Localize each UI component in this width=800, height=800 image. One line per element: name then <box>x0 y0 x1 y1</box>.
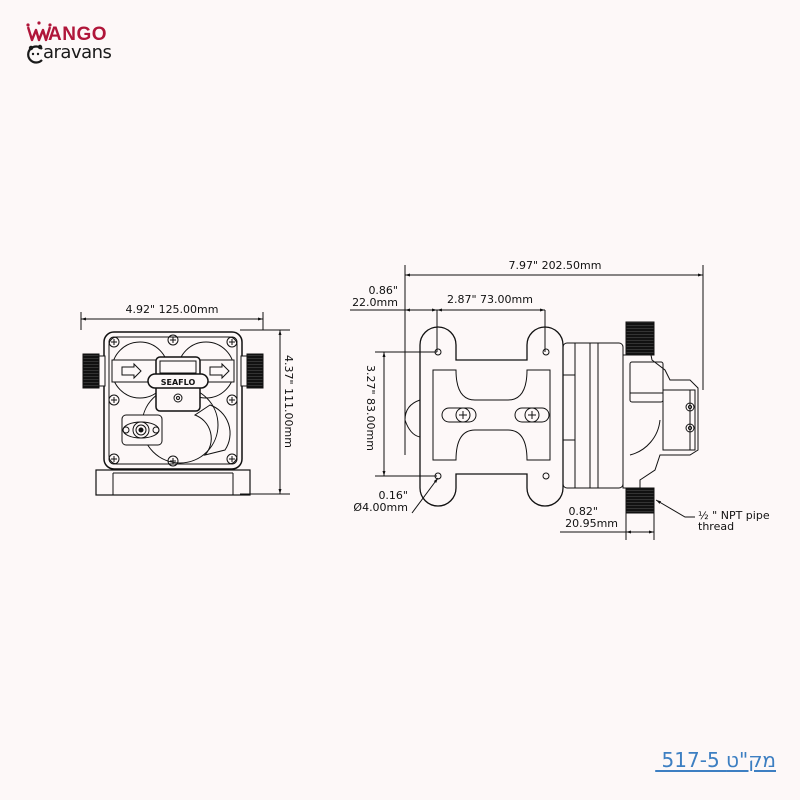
panda-c-icon <box>27 44 43 64</box>
port-width-mm-label: 20.95mm <box>565 517 618 530</box>
hole-diameter-inch-label: 0.16" <box>378 489 408 502</box>
overall-length-label: 7.97" 202.50mm <box>509 259 602 272</box>
sku-link[interactable]: 517-5 מק"ט <box>655 748 776 772</box>
brand-name-secondary: aravans <box>43 42 112 63</box>
brand-name-primary: ANGO <box>48 24 107 45</box>
seaflo-badge: SEAFLO <box>161 378 196 387</box>
offset-mm-label: 22.0mm <box>352 296 398 309</box>
crown-icon <box>26 21 52 42</box>
thread-label-line2: thread <box>698 520 734 533</box>
side-view <box>350 265 704 540</box>
offset-inch-label: 0.86" <box>368 284 398 297</box>
front-height-label: 4.37" 111.00mm <box>282 355 295 448</box>
hole-height-label: 3.27" 83.00mm <box>364 365 377 451</box>
hole-spacing-label: 2.87" 73.00mm <box>447 293 533 306</box>
port-width-inch-label: 0.82" <box>568 505 598 518</box>
hole-diameter-mm-label: Ø4.00mm <box>353 501 408 514</box>
front-width-label: 4.92" 125.00mm <box>126 303 219 316</box>
brand-logo: ANGO aravans <box>24 20 134 70</box>
front-view: SEAFLO <box>80 312 290 496</box>
thread-label-line1: ½ " NPT pipe <box>698 509 770 522</box>
